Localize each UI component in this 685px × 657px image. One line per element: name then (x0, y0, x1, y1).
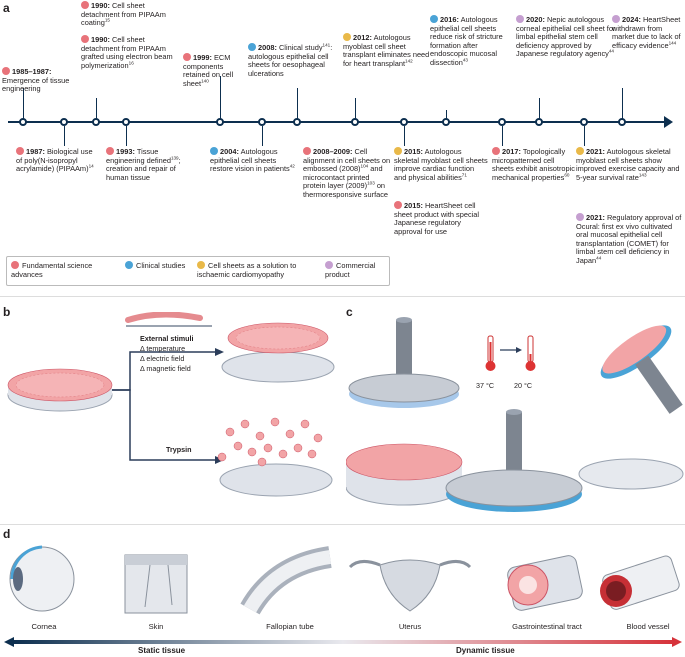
legend-item-commercial: Commercial product (325, 261, 376, 279)
panel-letter-b: b (3, 305, 11, 319)
static-dynamic-arrow (4, 637, 682, 647)
event-2021-b: 2021: Regulatory approval of Ocural: fir… (576, 213, 682, 265)
tissue-gastrointestinal: Gastrointestinal tract (512, 622, 582, 631)
clinical-dot-icon (125, 261, 133, 269)
tissue-fallopian-tube: Fallopian tube (266, 622, 314, 631)
clinical-dot-icon (210, 147, 218, 155)
event-1990-a: 1990: Cell sheet detachment from PIPAAm … (81, 1, 166, 28)
temp-high-label: 37 °C (476, 381, 495, 390)
event-2012: 2012: Autologous myoblast cell sheet tra… (343, 33, 430, 68)
legend-item-clinical: Clinical studies (125, 260, 195, 271)
fundamental-dot-icon (16, 147, 24, 155)
connector (262, 126, 263, 146)
event-2015-b: 2015: HeartSheet cell sheet product with… (394, 201, 480, 236)
event-2008-2009: 2008–2009: Cell alignment in cell sheets… (303, 147, 391, 199)
panel-letter-c: c (346, 305, 353, 319)
panel-letter-a: a (3, 1, 10, 15)
dynamic-tissue-label: Dynamic tissue (456, 646, 515, 655)
connector (126, 126, 127, 146)
connector (220, 76, 221, 120)
panel-c-illustration (346, 317, 684, 512)
event-1990-b: 1990: Cell sheet detachment from PIPAAm … (81, 35, 173, 70)
fundamental-dot-icon (81, 35, 89, 43)
event-2015-a: 2015: Autologous skeletal myoblast cell … (394, 147, 488, 182)
divider (0, 296, 685, 297)
panel-d-illustration (9, 545, 680, 615)
event-1993: 1993: Tissue engineering defined139; cre… (106, 147, 181, 182)
commercial-dot-icon (576, 213, 584, 221)
tissue-skin: Skin (148, 622, 164, 631)
panel-b-illustration (7, 312, 335, 497)
timeline-tick (400, 118, 408, 126)
connector (23, 88, 24, 120)
event-2024: 2024: HeartSheet withdrawn from market d… (612, 15, 681, 50)
connector (297, 88, 298, 120)
tissue-uterus: Uterus (398, 622, 422, 631)
stimuli-title: External stimuli (140, 334, 194, 343)
fundamental-dot-icon (303, 147, 311, 155)
timeline-tick (580, 118, 588, 126)
event-1987: 1987: Biological use of poly(N-isopropyl… (16, 147, 94, 174)
tissue-cornea: Cornea (31, 622, 57, 631)
clinical-dot-icon (248, 43, 256, 51)
event-2017: 2017: Topologically micropatterned cell … (492, 147, 575, 182)
event-2020: 2020: Nepic autologous corneal epithelia… (516, 15, 616, 59)
connector (502, 126, 503, 146)
timeline-tick (498, 118, 506, 126)
commercial-dot-icon (325, 261, 333, 269)
panel-letter-d: d (3, 527, 11, 541)
connector (539, 98, 540, 120)
trypsin-label: Trypsin (166, 445, 192, 454)
timeline-tick (60, 118, 68, 126)
cardiomyopathy-dot-icon (343, 33, 351, 41)
connector (584, 126, 585, 146)
event-1985: 1985–1987: Emergence of tissue engineeri… (2, 67, 70, 94)
commercial-dot-icon (394, 201, 402, 209)
connector (64, 126, 65, 146)
commercial-dot-icon (612, 15, 620, 23)
legend-item-cardiomyopathy: Cell sheets as a solution to ischaemic c… (197, 261, 297, 279)
connector (446, 110, 447, 120)
temp-low-label: 20 °C (514, 381, 533, 390)
timeline-arrow-icon (664, 116, 673, 128)
timeline-tick (122, 118, 130, 126)
legend-item-fundamental: Fundamental science advances (11, 261, 93, 279)
stimulus-magnetic: Δ magnetic field (140, 364, 191, 373)
fundamental-dot-icon (492, 147, 500, 155)
timeline-tick (258, 118, 266, 126)
divider (0, 524, 685, 525)
fundamental-dot-icon (81, 1, 89, 9)
cardiomyopathy-dot-icon (576, 147, 584, 155)
cardiomyopathy-dot-icon (197, 261, 205, 269)
commercial-dot-icon (516, 15, 524, 23)
event-2008: 2008: Clinical study141: autologous epit… (248, 42, 333, 78)
cardiomyopathy-dot-icon (394, 147, 402, 155)
connector (622, 88, 623, 120)
stimulus-temperature: Δ temperature (140, 344, 186, 353)
event-2016: 2016: Autologous epithelial cell sheets … (430, 15, 503, 67)
tissue-blood-vessel: Blood vessel (626, 622, 670, 631)
timeline-axis (8, 121, 670, 123)
connector (96, 98, 97, 120)
stimulus-electric: Δ electric field (140, 354, 185, 363)
fundamental-dot-icon (183, 53, 191, 61)
connector (355, 98, 356, 120)
clinical-dot-icon (430, 15, 438, 23)
fundamental-dot-icon (11, 261, 19, 269)
static-tissue-label: Static tissue (138, 646, 186, 655)
fundamental-dot-icon (106, 147, 114, 155)
connector (404, 126, 405, 146)
event-1999: 1999: ECM components retained on cell sh… (183, 53, 234, 88)
legend: Fundamental science advances Clinical st… (6, 256, 390, 286)
event-2004: 2004: Autologous epithelial cell sheets … (210, 147, 295, 174)
event-2021-a: 2021: Autologous skeletal myoblast cell … (576, 147, 680, 182)
fundamental-dot-icon (2, 67, 10, 75)
